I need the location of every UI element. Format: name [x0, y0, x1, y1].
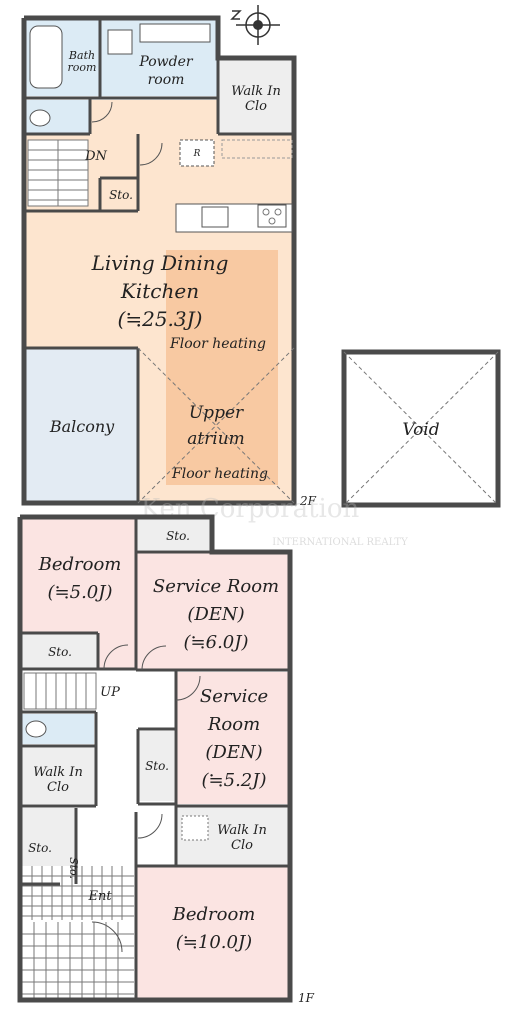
- floor-1f-label: 1F: [298, 991, 315, 1005]
- shoe-storage-icon: [181, 815, 209, 841]
- upper-atrium-label: Upper: [189, 403, 244, 423]
- stairs-down-label: DN: [84, 149, 107, 164]
- walk-in-clo-left-fill: [22, 748, 96, 804]
- stove-icon: [257, 204, 287, 228]
- entrance-label: Ent: [87, 889, 112, 904]
- toilet-icon: [25, 720, 47, 738]
- floor-heating-label-2: Floor heating: [171, 466, 268, 482]
- watermark-subtext: INTERNATIONAL REALTY: [272, 537, 408, 548]
- door-swing: [175, 675, 201, 701]
- storage-top-fill: [136, 518, 210, 550]
- stairs-1f: [23, 672, 97, 710]
- ldk-area-label: (≒25.3J): [118, 307, 203, 331]
- storage-vertical-label: Sto.: [67, 857, 80, 879]
- stairs-up-label: UP: [100, 685, 120, 700]
- bedroom-small-area: (≒5.0J): [48, 582, 113, 603]
- kitchen-cupboard: [221, 139, 293, 159]
- floor-heating-label: Floor heating: [169, 336, 266, 352]
- floor2-outer-wall: [21, 15, 297, 506]
- storage-top-label: Sto.: [166, 529, 190, 543]
- walk-in-closet-fill: [218, 58, 294, 134]
- bedroom-small-label: Bedroom: [38, 554, 122, 575]
- bathtub-icon: [29, 25, 63, 89]
- floor1-outer-wall: [17, 514, 293, 1003]
- stairs-2f: [27, 139, 89, 207]
- storage-mid-fill: [138, 731, 174, 801]
- storage-bed-label: Sto.: [48, 645, 72, 659]
- door-swing: [91, 101, 113, 123]
- balcony-fill: [24, 348, 138, 503]
- service-room-2-area: (≒5.2J): [202, 770, 267, 791]
- bedroom-large-label: Bedroom: [172, 904, 256, 925]
- ldk-name-label-2: Kitchen: [120, 279, 199, 303]
- service-room-2-label: Service: [200, 686, 268, 707]
- floor-2f-label: 2F: [299, 494, 317, 508]
- ldk-name-label: Living Dining: [91, 251, 229, 275]
- bedroom-large-fill: [136, 866, 290, 1000]
- service-room-2-fill: [176, 672, 290, 804]
- toilet-icon: [29, 109, 51, 127]
- door-swing: [137, 813, 163, 839]
- service-room-1-den: (DEN): [187, 604, 244, 625]
- service-room-1-fill: [136, 552, 290, 670]
- service-room-1-area: (≒6.0J): [184, 632, 249, 653]
- door-swing: [103, 644, 129, 670]
- storage-mid-label: Sto.: [145, 759, 169, 773]
- door-swing: [91, 921, 123, 953]
- refrigerator-label: R: [193, 149, 201, 159]
- sink-icon: [201, 206, 229, 228]
- sink-icon: [107, 29, 133, 55]
- floor-heating-fill: [166, 250, 278, 485]
- vanity-counter-icon: [139, 23, 211, 43]
- refrigerator-space: [179, 139, 215, 167]
- balcony-label: Balcony: [49, 417, 115, 436]
- service-room-2-label-2: Room: [207, 714, 260, 735]
- door-swing: [141, 645, 167, 671]
- entrance-tile: [22, 866, 134, 1000]
- bedroom-large-area: (≒10.0J): [176, 932, 252, 953]
- door-swing: [139, 142, 163, 166]
- service-room-1-label: Service Room: [153, 576, 279, 597]
- storage-label: Sto.: [109, 188, 133, 202]
- compass-icon: [230, 5, 280, 45]
- storage-left-low-label: Sto.: [28, 841, 52, 855]
- upper-atrium-label-2: atrium: [187, 429, 245, 449]
- storage-bed-fill: [22, 633, 98, 669]
- void-label: Void: [402, 420, 439, 440]
- service-room-2-den: (DEN): [205, 742, 262, 763]
